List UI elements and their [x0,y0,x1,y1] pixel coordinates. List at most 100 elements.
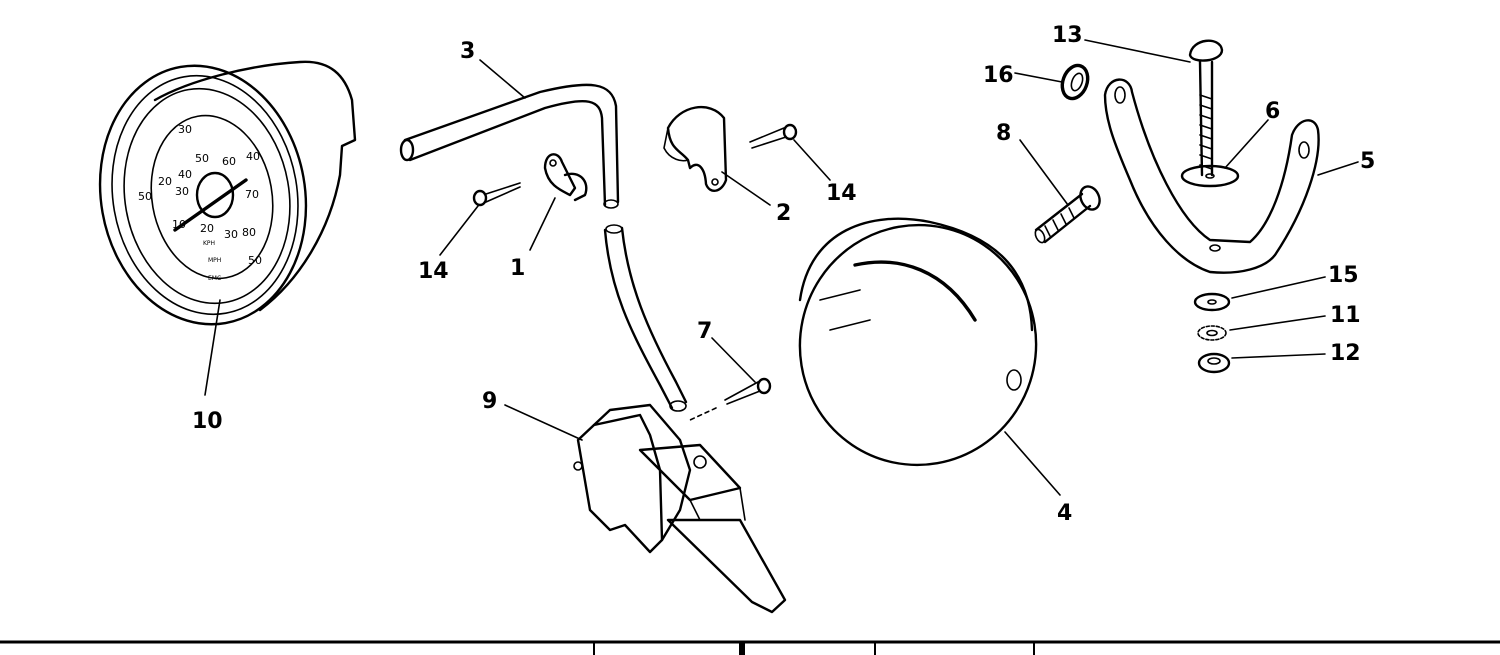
u-bracket-hole-right [1298,141,1310,159]
screw-7-shank [724,381,761,405]
part-12-nut [1197,352,1326,374]
dial-inner-1: 20 [158,175,172,188]
part-11-lock-washer [1197,315,1326,341]
leader-7 [711,337,756,383]
leader-14b [793,139,831,181]
leader-14a [439,205,479,256]
washer-15-outer [1193,292,1231,312]
part-7-screw [689,337,772,421]
bolt-8-shank [1034,192,1092,244]
speedometer-bezel-inner [111,74,299,316]
tube-lower-outline-b [620,226,688,404]
speedometer-hub [195,171,235,219]
speedometer-dial-face [123,87,291,305]
callout-7: 7 [697,319,712,344]
part-6-washer [1180,119,1269,188]
part-4-cup [798,217,1061,496]
leader-6 [1224,119,1269,169]
u-bracket-hole-left [1114,86,1126,104]
pickup-nut [693,455,707,469]
dial-inner-0: 10 [172,218,186,231]
screw-14a-head [472,189,488,207]
clamp-hole [549,159,557,167]
part-14b-screw [749,123,831,181]
callout-3: 3 [460,39,475,64]
dial-unit-top: KPH [203,240,215,247]
dial-outer-0: 30 [178,123,192,136]
leader-11 [1229,315,1326,331]
speedometer-inner-scale [150,114,274,280]
tube-upper-outline-b [408,100,607,207]
nut-12-outer [1197,352,1231,374]
callout-10: 10 [192,409,223,434]
washer-6-hole [1205,173,1215,179]
washer-11-hole [1206,329,1218,337]
callout-11: 11 [1330,303,1361,328]
bolt-13-head [1188,39,1224,62]
pickup-body [576,413,664,554]
leader-9 [504,404,583,441]
part-5-u-bracket [1103,78,1359,274]
leader-13 [1084,39,1191,63]
callout-12: 12 [1330,341,1361,366]
tube-end-top [399,138,415,162]
cup-inner-shadow [853,260,977,322]
washer-6-outer [1180,164,1240,188]
screw-14a-shank [485,182,521,203]
washer-11-outer [1197,325,1227,341]
dial-unit-mid: MPH [208,257,221,264]
cup-back-edge [798,217,1034,332]
callout-14b: 14 [826,181,857,206]
dial-inner-4: 50 [195,152,209,165]
dial-inner-6: 70 [245,188,259,201]
leader-12 [1231,353,1326,359]
bolt-13-threads [1199,94,1213,170]
screw-14b-head [782,123,798,141]
dial-mid-0: 20 [200,222,214,235]
pickup-arm-join [689,487,746,521]
screw-14b-shank [749,127,787,149]
pickup-arm [666,518,787,614]
callout-6: 6 [1265,99,1280,124]
u-bracket-hole-bottom [1209,244,1221,252]
washer-16-outer [1060,63,1090,101]
cup-hole [1006,369,1022,391]
leader-4 [1004,431,1061,496]
callout-5: 5 [1360,149,1375,174]
part-14a-screw [439,182,521,256]
clamp-loop [563,172,588,202]
leader-8 [1019,139,1069,206]
speedometer-needle [173,178,248,232]
washer-15-hole [1207,299,1217,305]
callout-8: 8 [996,121,1011,146]
part-13-bolt [1084,39,1224,177]
callout-16: 16 [983,63,1014,88]
tube-lower-outline-a [603,228,674,410]
part-2-bracket-plate [663,105,771,206]
dial-unit-bot: EMC [208,275,221,282]
callout-15: 15 [1328,263,1359,288]
bottom-table-frame [0,640,1500,655]
tube-cut-end-a [603,199,619,209]
dial-inner-5: 60 [222,155,236,168]
callout-14a: 14 [418,259,449,284]
leader-10 [204,299,221,396]
screw-7-head [756,377,772,395]
clamp-body [543,153,577,197]
leader-15 [1231,276,1326,299]
nut-12-hole [1207,357,1221,365]
speedometer-bezel-outer [98,64,308,326]
tube-upper-outline-a [403,83,620,204]
bolt-8-threads [1044,207,1075,237]
part-15-washer [1193,276,1326,312]
dial-inner-3: 40 [178,168,192,181]
speedometer-housing [153,60,357,312]
callout-9: 9 [482,389,497,414]
part-1-clamp [529,153,588,251]
callout-1: 1 [510,256,525,281]
dial-mid-1: 30 [224,228,238,241]
cup-inner-lines [819,289,871,331]
part-9-pickup-assembly [504,403,787,614]
plate-hole [711,178,719,186]
